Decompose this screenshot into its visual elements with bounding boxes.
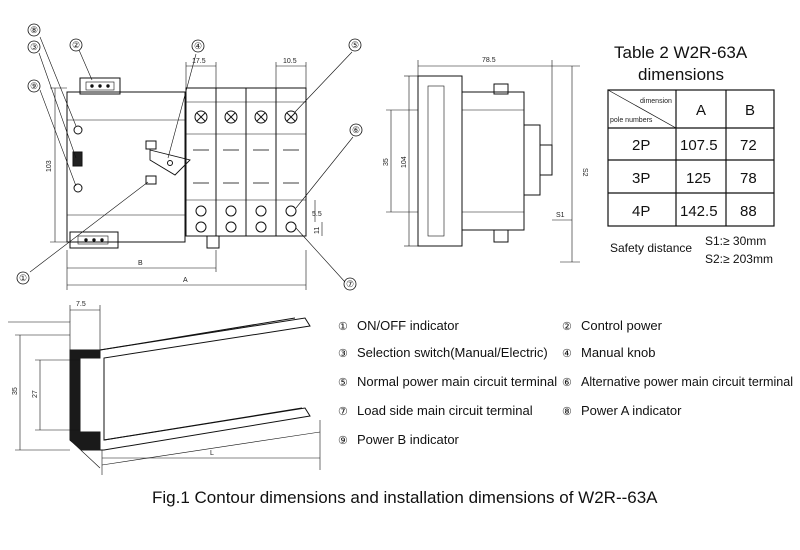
din-rail: [8, 305, 321, 475]
callout-1-label: ①: [19, 273, 27, 283]
dim-11: 11: [314, 227, 321, 234]
callout-7-label: ⑦: [346, 279, 354, 289]
table-title-line2: dimensions: [638, 65, 724, 84]
dim-35-side: 35: [383, 158, 390, 166]
table-row-3p-a: 125: [686, 170, 711, 187]
dim-35-rail: 35: [12, 387, 19, 395]
side-view: [386, 60, 580, 263]
legend-8-num: ⑧: [562, 406, 572, 418]
callout-4-label: ④: [194, 41, 202, 51]
legend-2-text: Control power: [581, 318, 663, 333]
manual-knob: [149, 149, 191, 176]
table-col-a: A: [696, 102, 706, 119]
control-module-body: [66, 91, 186, 243]
callout-2: [69, 38, 83, 52]
table-row-3p-pole: 3P: [632, 170, 650, 187]
dim-A: A: [183, 277, 188, 284]
legend-7-num: ⑦: [338, 406, 348, 418]
figure-caption: Fig.1 Contour dimensions and installatio…: [152, 488, 658, 507]
callout-8: [27, 23, 41, 37]
callout-5-label: ⑤: [351, 40, 359, 50]
selection-switch: [72, 151, 83, 167]
rail-profile: [69, 349, 101, 451]
legend-4-num: ④: [562, 348, 572, 360]
load-side-terminals: [195, 221, 297, 233]
callout-2-label: ②: [72, 40, 80, 50]
legend-1-num: ①: [338, 321, 348, 333]
side-body-front: [461, 91, 525, 231]
dim-17-5: 17.5: [192, 58, 206, 65]
table-corner-top: dimension: [640, 98, 672, 105]
dim-27: 27: [32, 390, 39, 398]
dim-B: B: [138, 260, 143, 267]
side-body-base: [417, 75, 463, 247]
callout-3-label: ③: [30, 42, 38, 52]
dim-10-5: 10.5: [283, 58, 297, 65]
table-row-4p-a: 142.5: [680, 203, 718, 220]
callout-5: [348, 38, 362, 52]
callout-7: [343, 277, 357, 291]
table-col-b: B: [745, 102, 755, 119]
alternative-power-terminals: [195, 205, 297, 217]
dim-S2: S2: [581, 168, 588, 177]
callout-8-label: ⑧: [30, 25, 38, 35]
legend-7-text: Load side main circuit terminal: [357, 403, 533, 418]
table-row-4p-b: 88: [740, 203, 757, 220]
callout-1: [16, 271, 30, 285]
table-row-4p-pole: 4P: [632, 203, 650, 220]
safety-distance-label: Safety distance: [610, 241, 692, 255]
normal-power-terminals: [194, 110, 298, 124]
dim-104: 104: [401, 156, 408, 168]
legend-5-text: Normal power main circuit terminal: [357, 374, 557, 389]
front-view: [16, 23, 363, 291]
legend-4-text: Manual knob: [581, 345, 655, 360]
callout-3: [27, 40, 41, 54]
legend-3-text: Selection switch(Manual/Electric): [357, 345, 548, 360]
legend-6-text: Alternative power main circuit terminal: [581, 374, 793, 389]
callout-9: [27, 79, 41, 93]
callout-6-label: ⑥: [352, 125, 360, 135]
legend-2-num: ②: [562, 321, 572, 333]
legend-8-text: Power A indicator: [581, 403, 682, 418]
control-power-connector-top: [79, 77, 121, 95]
control-power-connector-bottom: [69, 231, 119, 249]
legend: ① ON/OFF indicator ② Control power ③ Sel…: [338, 318, 793, 447]
table-row-2p-b: 72: [740, 137, 757, 154]
callout-9-label: ⑨: [30, 81, 38, 91]
table-row-3p-b: 78: [740, 170, 757, 187]
dim-7-5: 7.5: [76, 301, 86, 308]
dim-S1: S1: [556, 212, 565, 219]
dim-103: 103: [46, 160, 53, 172]
safety-s1: S1:≥ 30mm: [705, 234, 766, 248]
power-b-indicator: [73, 183, 83, 193]
on-off-indicator: [145, 140, 157, 150]
table-corner-bottom: pole numbers: [610, 117, 653, 124]
table-title-line1: Table 2 W2R-63A: [614, 43, 748, 62]
safety-s2: S2:≥ 203mm: [705, 252, 773, 266]
dim-L: L: [210, 450, 214, 457]
legend-9-num: ⑨: [338, 435, 348, 447]
legend-5-num: ⑤: [338, 377, 348, 389]
legend-3-num: ③: [338, 348, 348, 360]
din-rail-labels: 7.5 35 27 L: [12, 301, 214, 457]
legend-9-text: Power B indicator: [357, 432, 460, 447]
dim-5-5: 5.5: [312, 211, 322, 218]
table-row-2p-pole: 2P: [632, 137, 650, 154]
callout-4: [191, 39, 205, 53]
front-view-labels: 17.5 10.5 103 5.5 11 B A ⑧ ③ ⑨ ② ④ ⑤ ⑥ ①…: [19, 25, 360, 289]
table-row-2p-a: 107.5: [680, 137, 718, 154]
dimension-table: Table 2 W2R-63A dimensions dimension pol…: [607, 43, 775, 266]
legend-1-text: ON/OFF indicator: [357, 318, 460, 333]
callout-6: [349, 123, 363, 137]
legend-6-num: ⑥: [562, 377, 572, 389]
dim-78-5: 78.5: [482, 57, 496, 64]
side-knob: [523, 124, 541, 196]
side-view-labels: 78.5 104 35 S1 S2: [383, 57, 588, 219]
power-a-indicator: [73, 125, 83, 135]
